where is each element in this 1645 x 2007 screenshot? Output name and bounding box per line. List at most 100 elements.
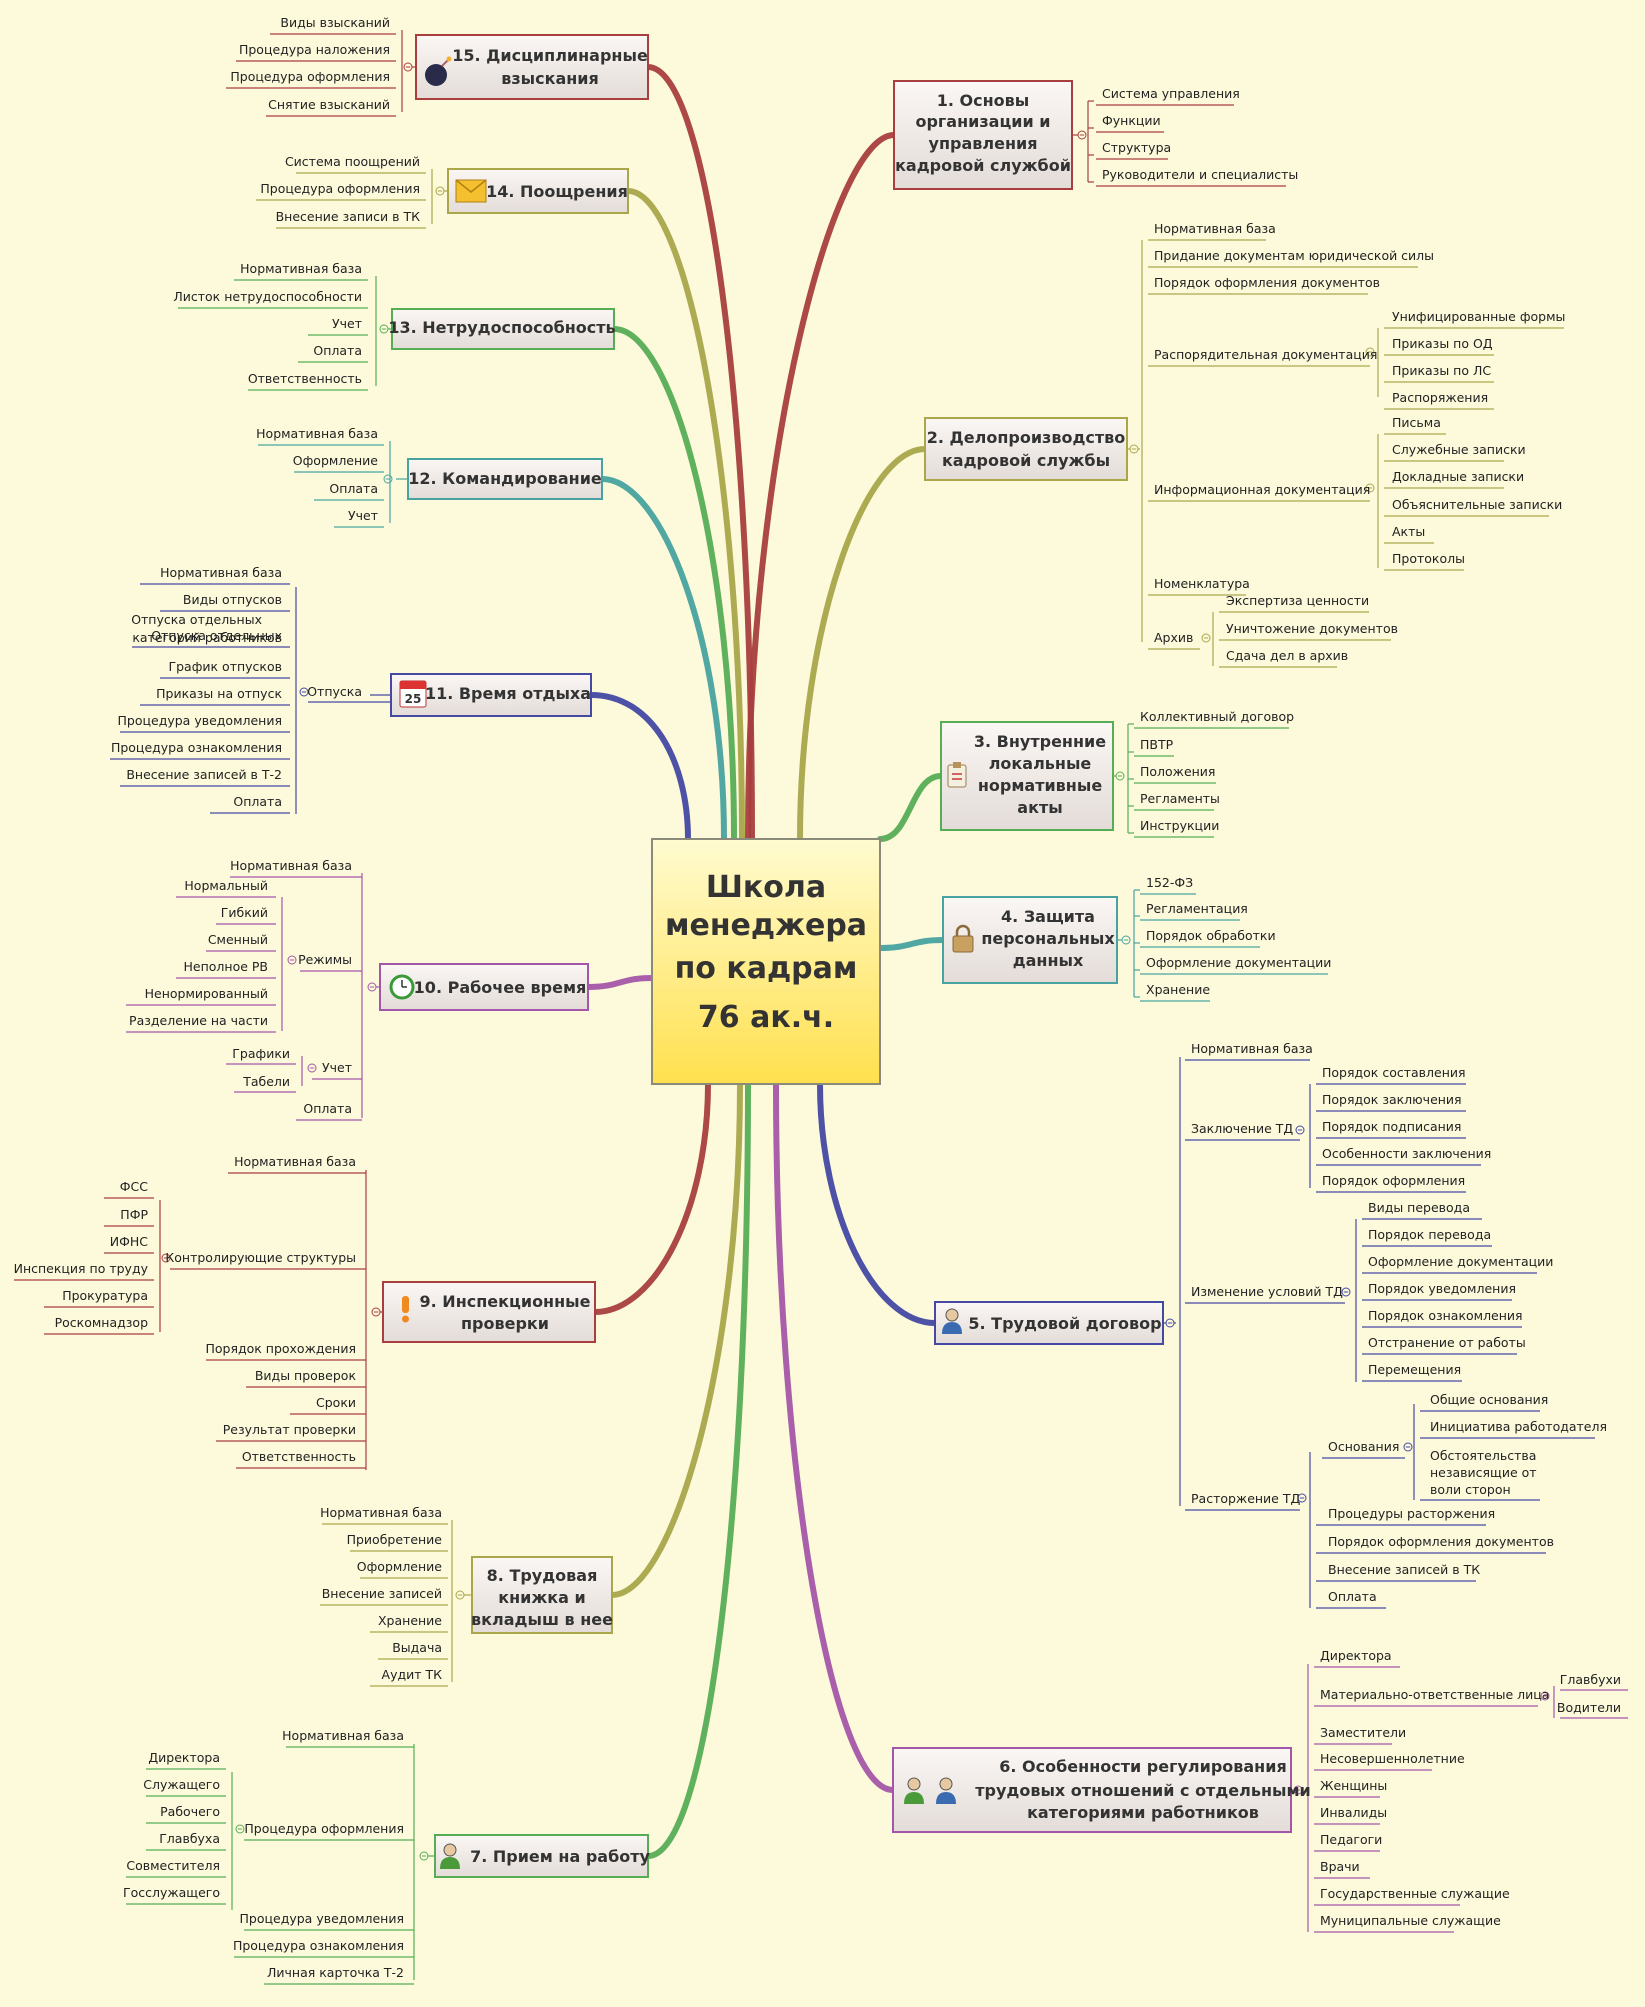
leaf-t11-0: Нормативная база: [160, 565, 282, 580]
sub-branches: [14, 30, 1628, 1985]
leaf-t10-2-0: Графики: [232, 1046, 290, 1061]
leaf-t6-2-5: Врачи: [1320, 1859, 1360, 1874]
leaf-t10-2-1: Табели: [242, 1074, 290, 1089]
leaf-t2-1-0: Унифицированные формы: [1392, 309, 1565, 324]
branch-t6: [773, 1081, 896, 1793]
leaf-t6-2-3: Инвалиды: [1320, 1805, 1387, 1820]
leaf-t2-2-2: Докладные записки: [1392, 469, 1524, 484]
leaf-t11-5: Приказы на отпуск: [156, 686, 282, 701]
leaf-t6-2-7: Муниципальные служащие: [1320, 1913, 1501, 1928]
branch-t14: [625, 188, 745, 842]
leaf-t3-0-1: ПВТР: [1140, 737, 1174, 752]
topic-box-t12[interactable]: [407, 458, 603, 500]
leaf-t12-0-1: Оформление: [293, 453, 379, 468]
leaf-t5-1-0: Порядок составления: [1322, 1065, 1466, 1080]
central-box[interactable]: [651, 838, 881, 1085]
topic-box-t2[interactable]: [924, 417, 1128, 481]
leaf-t4-0-2: Порядок обработки: [1146, 928, 1276, 943]
topic-title-t2-0: 2. Делопроизводство: [927, 428, 1126, 447]
leaf-t7-0-0: Нормативная база: [282, 1728, 404, 1743]
clipboard-icon: [947, 762, 967, 788]
topic-title-t12-0: 12. Командирование: [408, 469, 602, 488]
leaf-t8-0-2: Оформление: [357, 1559, 443, 1574]
group-label-t7-1: Процедура оформления: [244, 1821, 404, 1836]
branch-t1: [745, 132, 897, 842]
group-label-t2-1: Распорядительная документация: [1154, 347, 1377, 362]
leaf-t13-0-2: Учет: [332, 316, 362, 331]
leaf-t3-0-0: Коллективный договор: [1140, 709, 1294, 724]
leaf-t9-1-5: Роскомнадзор: [55, 1315, 148, 1330]
branch-t10: [585, 975, 655, 990]
leaf-t5-3-2: Инициатива работодателя: [1430, 1419, 1607, 1434]
topic-box-t8[interactable]: [471, 1556, 613, 1634]
topic-title-t1-2: управления: [929, 134, 1038, 153]
user-icon: [942, 1308, 962, 1334]
leaf-t12-0-3: Учет: [348, 508, 378, 523]
topic-box-t15[interactable]: [415, 34, 649, 100]
leaf-t3-0-4: Инструкции: [1140, 818, 1219, 833]
branch-t11: [588, 692, 691, 842]
leaf-t15-0-1: Процедура наложения: [239, 42, 390, 57]
envelope-icon: [455, 179, 487, 203]
central-line-2: по кадрам: [675, 951, 858, 986]
leaf-t11-3: категорий работников: [132, 630, 282, 645]
topic-title-t4-1: персональных: [981, 929, 1115, 948]
leaf-t11-1: Виды отпусков: [183, 592, 282, 607]
leaf-t5-1-3: Особенности заключения: [1322, 1146, 1491, 1161]
topic-title-t4-0: 4. Защита: [1001, 907, 1095, 926]
group-label-t11-0: Отпуска: [307, 684, 362, 699]
leaf-t2-0-0: Нормативная база: [1154, 221, 1276, 236]
leaf-t3-0-2: Положения: [1140, 764, 1215, 779]
leaf-t5-3-5: воли сторон: [1430, 1482, 1511, 1497]
leaf-t7-2-1: Процедура ознакомления: [233, 1938, 404, 1953]
leaf-t4-0-4: Хранение: [1146, 982, 1210, 997]
leaf-t4-0-1: Регламентация: [1146, 901, 1248, 916]
leaf-t1-0-2: Структура: [1102, 140, 1171, 155]
leaf-t6-2-0: Заместители: [1320, 1725, 1406, 1740]
leaf-t10-1-2: Сменный: [208, 932, 268, 947]
branch-t4: [877, 937, 946, 951]
topic-title-t7-0: 7. Прием на работу: [470, 1847, 650, 1866]
users-icon: [904, 1777, 956, 1804]
leaf-t11-6: Процедура уведомления: [118, 713, 282, 728]
topic-box-t7[interactable]: [434, 1834, 649, 1878]
branch-t8: [609, 1081, 743, 1598]
group-label-t2-4: Архив: [1154, 630, 1193, 645]
branch-t3: [877, 773, 944, 842]
leaf-t2-0-2: Порядок оформления документов: [1154, 275, 1380, 290]
leaf-t13-0-3: Оплата: [313, 343, 362, 358]
topic-box-t3[interactable]: [940, 721, 1114, 831]
leaf-t9-2-2: Сроки: [316, 1395, 356, 1410]
group-label-t2-2: Информационная документация: [1154, 482, 1370, 497]
topic-title-t3-0: 3. Внутренние: [974, 732, 1106, 751]
leaf-t5-3-8: Внесение записей в ТК: [1328, 1562, 1480, 1577]
topic-title-t2-1: кадровой службы: [942, 451, 1110, 470]
topic-title-t1-1: организации и: [915, 112, 1050, 131]
leaf-t9-1-4: Прокуратура: [62, 1288, 148, 1303]
leaf-t6-0-0: Директора: [1320, 1648, 1392, 1663]
leaf-t15-0-0: Виды взысканий: [280, 15, 390, 30]
clock-icon: [389, 974, 415, 1000]
leaf-t8-0-1: Приобретение: [347, 1532, 443, 1547]
leaf-t5-2-2: Оформление документации: [1368, 1254, 1553, 1269]
leaf-t9-1-3: Инспекция по труду: [14, 1261, 149, 1276]
leaf-t6-2-1: Несовершеннолетние: [1320, 1751, 1465, 1766]
leaf-t6-2-6: Государственные служащие: [1320, 1886, 1510, 1901]
topic-box-t1[interactable]: [893, 80, 1073, 190]
leaf-t4-0-3: Оформление документации: [1146, 955, 1331, 970]
topic-box-t9[interactable]: [382, 1281, 596, 1343]
leaf-t1-0-1: Функции: [1102, 113, 1161, 128]
topic-title-t5-0: 5. Трудовой договор: [968, 1314, 1161, 1333]
topic-box-t13[interactable]: [391, 308, 615, 350]
leaf-t7-2-2: Личная карточка Т-2: [267, 1965, 404, 1980]
leaf-t6-1-0: Главбухи: [1560, 1672, 1621, 1687]
branch-t9: [592, 1081, 711, 1315]
topic-box-t6[interactable]: [892, 1747, 1292, 1833]
topic-title-t8-0: 8. Трудовая: [487, 1566, 598, 1585]
topic-title-t6-2: категориями работников: [1027, 1803, 1259, 1822]
leaf-t2-4-2: Сдача дел в архив: [1226, 648, 1348, 663]
topic-box-t10[interactable]: [379, 963, 589, 1011]
topic-box-t5[interactable]: [934, 1301, 1164, 1345]
